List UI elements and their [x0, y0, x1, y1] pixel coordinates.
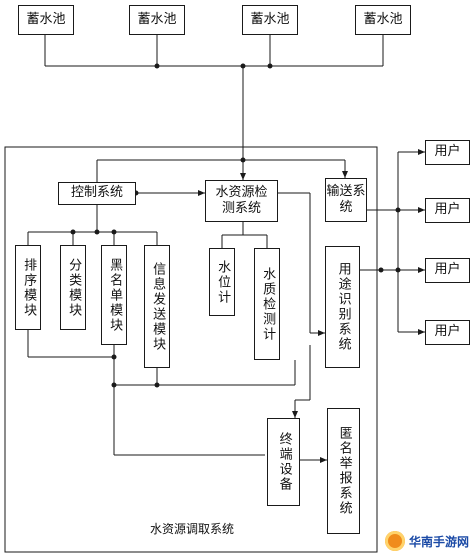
user-box-4: 用户 — [425, 320, 470, 345]
water-level-meter-box: 水位计 — [209, 248, 235, 316]
usage-recognition-box: 用途识别系统 — [325, 246, 360, 368]
detection-system-box: 水资源检测系统 — [205, 180, 278, 222]
water-quality-meter-box: 水质检测计 — [254, 248, 280, 360]
info-send-module-box: 信息发送模块 — [144, 245, 170, 368]
reservoir-box-4: 蓄水池 — [355, 5, 411, 35]
reservoir-box-3: 蓄水池 — [242, 5, 298, 35]
terminal-device-box: 终端设备 — [267, 418, 300, 506]
reservoir-box-2: 蓄水池 — [129, 5, 185, 35]
user-box-2: 用户 — [425, 198, 470, 223]
watermark-text: 华南手游网 — [408, 534, 469, 549]
user-box-1: 用户 — [425, 140, 470, 165]
user-box-3: 用户 — [425, 258, 470, 283]
sort-module-box: 排序模块 — [15, 245, 41, 330]
blacklist-module-box: 黑名单模块 — [101, 245, 127, 345]
anonymous-report-box: 匿名举报系统 — [327, 408, 360, 534]
control-system-box: 控制系统 — [58, 182, 136, 205]
watermark: 华南手游网 — [384, 531, 469, 551]
reservoir-box-1: 蓄水池 — [18, 5, 74, 35]
transport-system-box: 输送系统 — [325, 178, 367, 222]
watermark-logo-icon — [384, 531, 405, 551]
system-label: 水资源调取系统 — [150, 522, 235, 536]
classify-module-box: 分类模块 — [60, 245, 86, 330]
system-boundary — [4, 146, 378, 553]
